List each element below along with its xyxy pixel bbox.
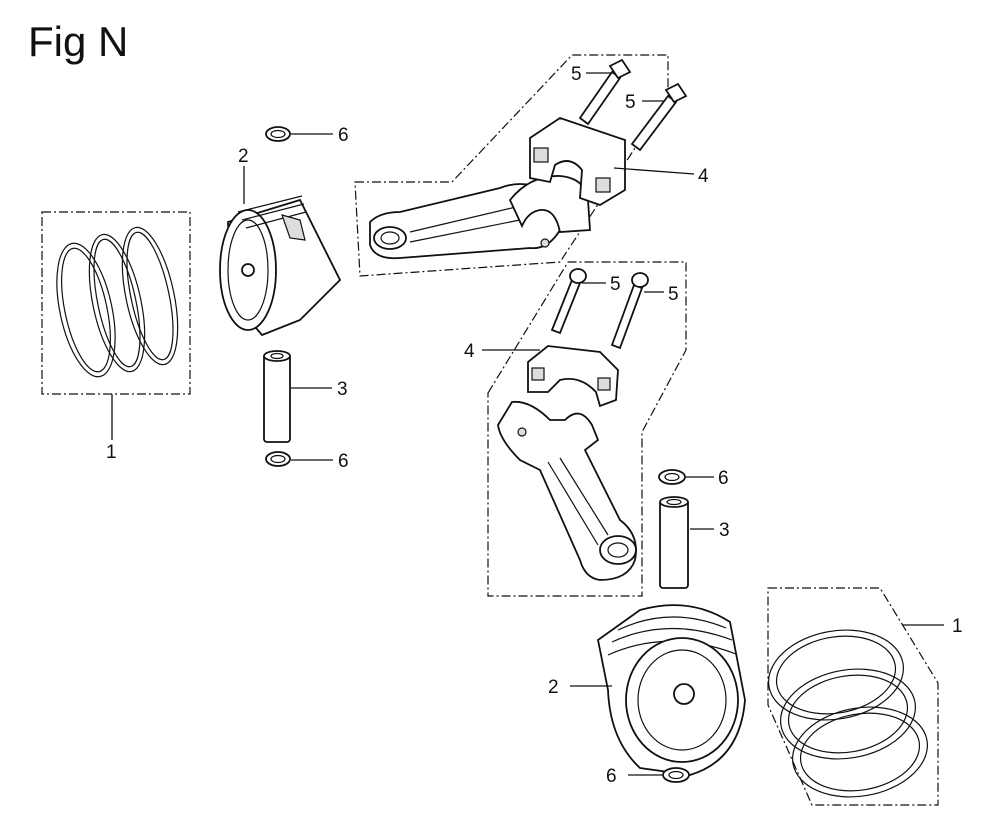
- piston-pin-left[interactable]: [263, 350, 291, 443]
- callout-rings-right: 1: [952, 616, 963, 637]
- callout-piston-left: 2: [238, 146, 249, 167]
- circlip-left-bottom[interactable]: [265, 451, 291, 467]
- piston-rings-right[interactable]: [761, 587, 939, 807]
- callout-bolt-mid-a: 5: [610, 274, 621, 295]
- callout-rod-mid: 4: [464, 341, 475, 362]
- connecting-rod-top[interactable]: [354, 54, 688, 277]
- circlip-right-bottom[interactable]: [662, 767, 690, 783]
- callout-clip-right-bottom: 6: [606, 766, 617, 787]
- callout-pin-left: 3: [337, 379, 348, 400]
- callout-rings-left: 1: [106, 442, 117, 463]
- callout-bolt-top-b: 5: [625, 92, 636, 113]
- piston-rings-left[interactable]: [41, 211, 191, 395]
- callout-pin-right: 3: [719, 520, 730, 541]
- callout-bolt-top-a: 5: [571, 64, 582, 85]
- callout-bolt-mid-b: 5: [668, 284, 679, 305]
- figure-title: Fig N: [28, 18, 129, 65]
- callout-clip-right-top: 6: [718, 468, 729, 489]
- circlip-right-top[interactable]: [658, 469, 686, 485]
- connecting-rod-middle[interactable]: [487, 261, 687, 597]
- piston-pin-right[interactable]: [659, 496, 689, 589]
- callout-clip-left-top: 6: [338, 125, 349, 146]
- circlip-left-top[interactable]: [265, 126, 291, 142]
- piston-left[interactable]: [219, 195, 342, 337]
- callout-piston-right: 2: [548, 677, 559, 698]
- callout-rod-top: 4: [698, 166, 709, 187]
- piston-right[interactable]: [597, 604, 746, 776]
- callout-clip-left-bottom: 6: [338, 451, 349, 472]
